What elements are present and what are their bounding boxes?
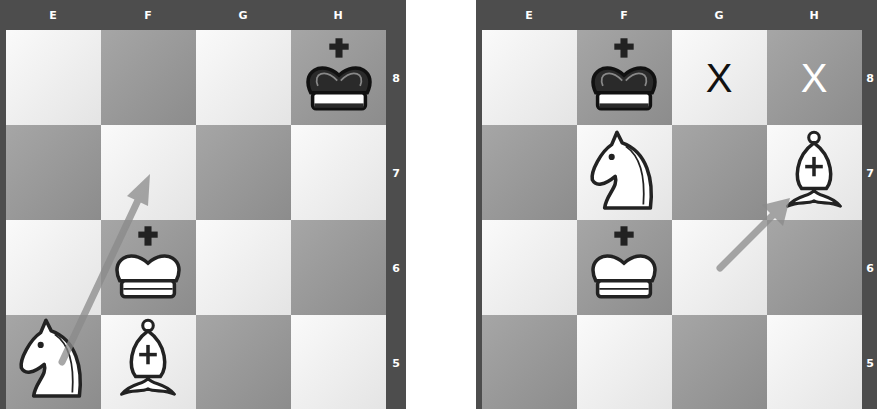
board-square [101, 30, 196, 125]
move-arrow [62, 174, 150, 362]
board-square [672, 30, 767, 125]
board-square [196, 125, 291, 220]
file-letter: G [238, 10, 247, 21]
board-square [577, 315, 672, 409]
board-square [291, 220, 386, 315]
board-square [6, 315, 101, 409]
board-square [767, 30, 862, 125]
board-square [482, 30, 577, 125]
board-square [577, 125, 672, 220]
file-letter: G [714, 10, 723, 21]
board-square [482, 125, 577, 220]
board-square [196, 220, 291, 315]
board-square [196, 30, 291, 125]
board-square [672, 125, 767, 220]
rank-number: 5 [866, 357, 874, 368]
board-square [291, 125, 386, 220]
rank-number: 7 [866, 167, 874, 178]
board-square [101, 315, 196, 409]
board-square [672, 315, 767, 409]
board-square [6, 125, 101, 220]
board-square [101, 220, 196, 315]
rank-number: 5 [392, 357, 400, 368]
file-letter: E [525, 10, 533, 21]
file-letter: H [333, 10, 342, 21]
blocked-square-mark: X [801, 58, 828, 98]
blocked-square-mark: X [706, 58, 733, 98]
rank-number: 8 [866, 72, 874, 83]
board-square [482, 220, 577, 315]
board-square [101, 125, 196, 220]
board-square [482, 315, 577, 409]
file-letter: F [620, 10, 628, 21]
file-letter: H [809, 10, 818, 21]
rank-number: 6 [392, 262, 400, 273]
board-square [767, 315, 862, 409]
board-square [767, 220, 862, 315]
board-square [291, 30, 386, 125]
board-square [577, 30, 672, 125]
rank-number: 7 [392, 167, 400, 178]
file-letter: E [49, 10, 57, 21]
rank-number: 8 [392, 72, 400, 83]
rank-number: 6 [866, 262, 874, 273]
board-square [6, 30, 101, 125]
file-letter: F [144, 10, 152, 21]
move-arrow [720, 198, 790, 268]
board-square [577, 220, 672, 315]
board-square [6, 220, 101, 315]
board-square [196, 315, 291, 409]
board-square [291, 315, 386, 409]
